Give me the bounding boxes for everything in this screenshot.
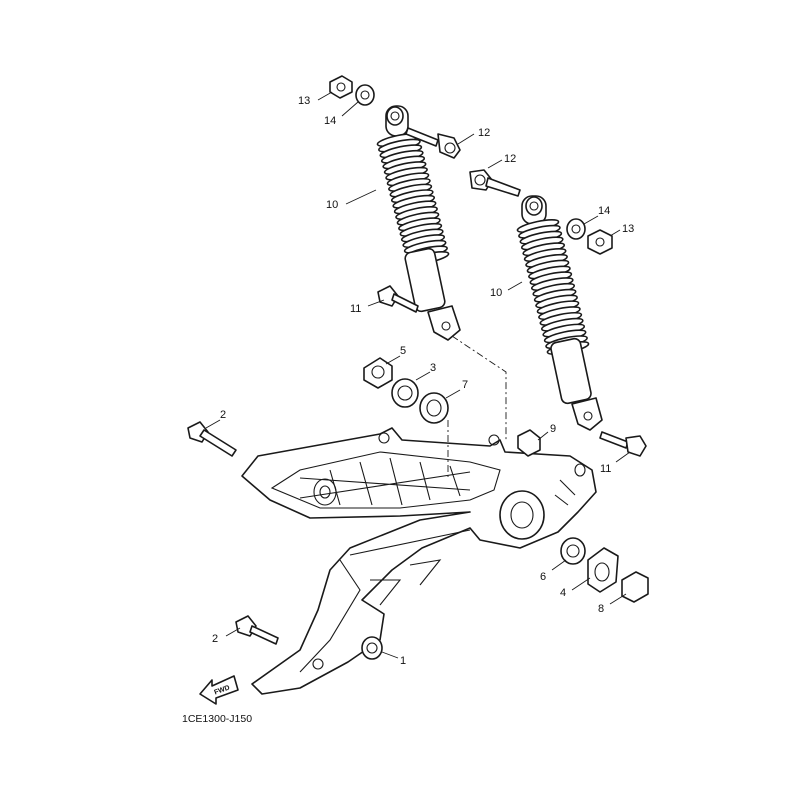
bolt-12-left[interactable]	[405, 127, 461, 159]
callout-2-lower: 2	[212, 633, 218, 645]
forward-arrow-icon: FWD	[199, 675, 239, 705]
swing-arm[interactable]	[241, 427, 597, 695]
washer-14-right[interactable]	[566, 218, 586, 240]
flange-nut-13-right[interactable]	[587, 229, 613, 255]
assembly-line-left-shock	[451, 335, 507, 440]
bolt-2-upper[interactable]	[187, 421, 237, 457]
bolt-11-upper[interactable]	[377, 285, 419, 313]
spring-right	[516, 219, 590, 355]
callout-9: 9	[550, 423, 556, 435]
callout-14-right: 14	[598, 205, 610, 217]
flange-nut-13-left[interactable]	[329, 75, 353, 99]
washer-14-left[interactable]	[355, 84, 375, 106]
callout-7: 7	[462, 379, 468, 391]
callout-10-right: 10	[490, 287, 502, 299]
callout-13-right: 13	[622, 223, 634, 235]
leader-lines	[205, 91, 631, 659]
collar-5[interactable]	[363, 357, 393, 389]
shock-absorber-left[interactable]	[376, 105, 461, 341]
callout-8: 8	[598, 603, 604, 615]
callout-6: 6	[540, 571, 546, 583]
callout-5: 5	[400, 345, 406, 357]
callout-10-left: 10	[326, 199, 338, 211]
callout-1: 1	[400, 655, 406, 667]
callout-12-upper: 12	[478, 127, 490, 139]
callout-4: 4	[560, 587, 566, 599]
bolt-2-lower[interactable]	[235, 615, 279, 645]
diagram-code: 1CE1300-J150	[182, 713, 252, 725]
callout-13-left: 13	[298, 95, 310, 107]
callout-11-lower: 11	[600, 463, 611, 475]
oil-seal-3[interactable]	[391, 378, 419, 408]
callout-11-upper: 11	[350, 303, 361, 315]
callout-12-lower: 12	[504, 153, 516, 165]
collar-8[interactable]	[621, 571, 649, 603]
bearing-4[interactable]	[587, 547, 619, 593]
spring-left	[376, 133, 450, 265]
oil-seal-6[interactable]	[560, 537, 586, 565]
callout-3: 3	[430, 362, 436, 374]
bushing-9[interactable]	[517, 429, 541, 457]
bearing-7[interactable]	[419, 392, 449, 424]
callout-14-left: 14	[324, 115, 336, 127]
callout-labels: 13 14 12 12 10 14 13 10 11 5 3 7 2 9 11 …	[212, 95, 634, 667]
bolt-12-right[interactable]	[469, 169, 521, 197]
shock-absorber-right[interactable]	[516, 195, 603, 431]
callout-2-upper: 2	[220, 409, 226, 421]
bolt-11-lower[interactable]	[599, 431, 647, 457]
